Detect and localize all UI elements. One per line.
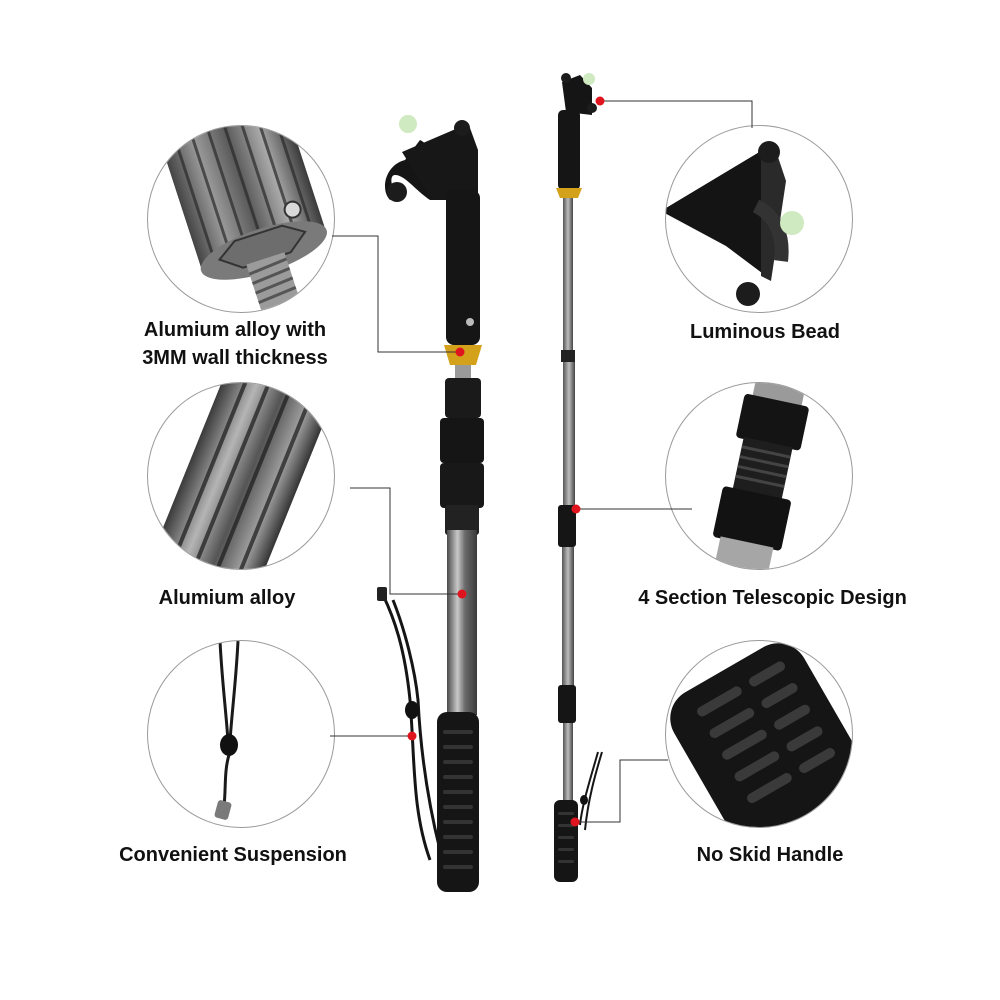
suspension-label-text: Convenient Suspension [119, 844, 347, 866]
telescopic-label: 4 Section Telescopic Design [615, 584, 930, 612]
wall-thickness-label: Alumium alloy with 3MM wall thickness [120, 316, 350, 372]
collapsed-boat-hook [377, 115, 484, 892]
luminous-bead-icon [780, 211, 804, 235]
handle-label-text: No Skid Handle [696, 844, 844, 866]
telescopic-label-text: 4 Section Telescopic Design [638, 587, 907, 609]
wall-thickness-label-line2: 3MM wall thickness [142, 347, 328, 369]
suspension-detail-circle [147, 640, 335, 828]
luminous-bead-icon [399, 115, 417, 133]
luminous-bead-label-text: Luminous Bead [689, 321, 840, 343]
alloy-label: Alumium alloy [120, 584, 334, 612]
suspension-label: Convenient Suspension [100, 841, 366, 869]
lanyard-cord-photo [214, 641, 240, 820]
handle-detail-circle [665, 640, 853, 828]
hook-head-photo [666, 141, 804, 306]
telescopic-detail-circle [665, 382, 853, 570]
wall-thickness-label-line1: Alumium alloy with [143, 319, 327, 341]
alloy-label-text: Alumium alloy [158, 587, 296, 609]
handle-label: No Skid Handle [660, 841, 880, 869]
extended-boat-hook [554, 73, 603, 882]
grip-handle-photo [670, 643, 852, 827]
luminous-bead-label: Luminous Bead [660, 318, 870, 346]
alloy-detail-circle [147, 382, 335, 570]
luminous-bead-detail-circle [665, 125, 853, 313]
twist-lock-joint-photo [713, 383, 809, 569]
